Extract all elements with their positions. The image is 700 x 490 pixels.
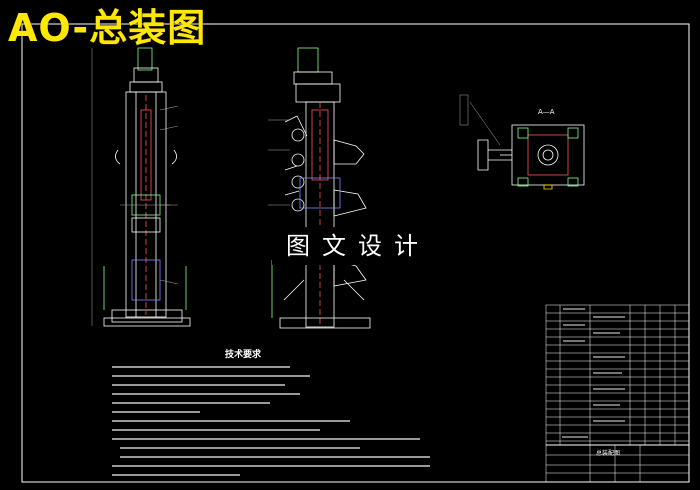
side-elevation-view bbox=[268, 47, 371, 329]
watermark-label: 图文设计 bbox=[272, 227, 442, 265]
title-block-name: 总装配图 bbox=[596, 450, 621, 457]
tech-requirements-title: 技术要求 bbox=[225, 350, 262, 360]
tech-requirements-lines bbox=[112, 366, 430, 476]
section-view-aa bbox=[459, 94, 585, 190]
overlay-title: AO-总装图 bbox=[8, 6, 207, 50]
parts-list-text-lines bbox=[562, 308, 625, 438]
front-elevation-view bbox=[91, 47, 191, 327]
parts-list-table bbox=[545, 304, 690, 483]
drawing-border bbox=[21, 23, 690, 483]
section-view-label: A—A bbox=[538, 108, 555, 116]
